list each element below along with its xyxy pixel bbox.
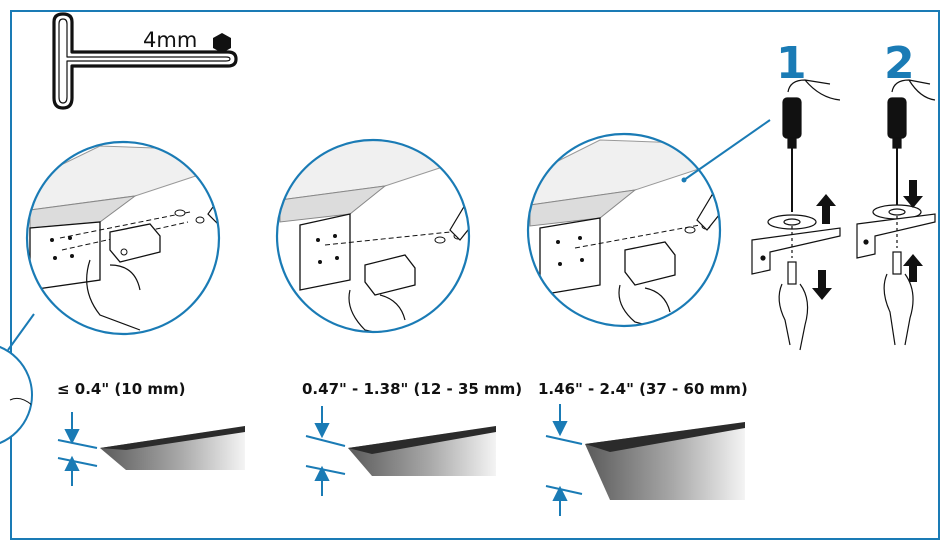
hexagon-icon — [213, 33, 231, 53]
partial-detail-circle — [0, 313, 35, 445]
step-2-down-arrow — [903, 180, 923, 208]
thickness-gauge-1 — [57, 412, 245, 486]
step-2-up-arrow — [903, 254, 923, 282]
thickness-label-2: 0.47" - 1.38" (12 - 35 mm) — [302, 380, 523, 398]
thickness-gauge-2 — [305, 406, 496, 496]
tool-size-label: 4mm — [143, 28, 198, 52]
step-1-up-arrow — [816, 194, 836, 224]
step-2-drawing — [856, 79, 936, 346]
hex-key-icon — [52, 12, 238, 110]
leader-line — [683, 119, 771, 181]
detail-circle-3 — [528, 134, 720, 326]
step-1-drawing — [751, 79, 841, 351]
step-1-down-arrow — [812, 270, 832, 300]
thickness-label-1: ≤ 0.4" (10 mm) — [57, 380, 186, 398]
outer-frame — [10, 10, 940, 540]
thickness-label-3: 1.46" - 2.4" (37 - 60 mm) — [538, 380, 748, 398]
step-number-2: 2 — [884, 38, 915, 89]
thickness-gauge-3 — [545, 404, 745, 516]
step-number-1: 1 — [776, 38, 807, 89]
